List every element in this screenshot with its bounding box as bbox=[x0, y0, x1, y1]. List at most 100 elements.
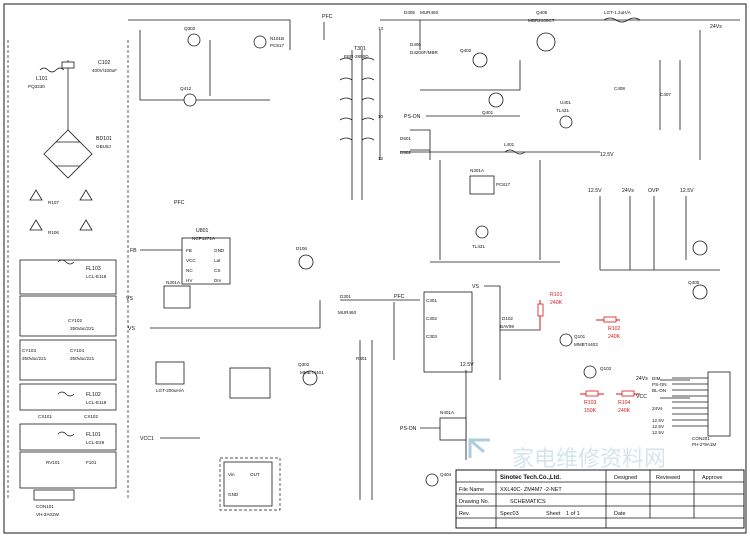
svg-text:FB: FB bbox=[186, 248, 192, 253]
net-12v-right: 12.5V bbox=[588, 188, 602, 194]
bulk-cap-value: 400V/100uF bbox=[92, 68, 117, 73]
connector-model: PH-2*9A1M bbox=[692, 442, 716, 447]
net-24v-ctrl: 24Vs bbox=[636, 376, 648, 382]
con-pin-blon: BL-ON bbox=[652, 388, 666, 393]
net-ovp: OVP bbox=[648, 188, 659, 194]
red-r2-value: 240K bbox=[608, 334, 621, 340]
svg-text:Drv: Drv bbox=[214, 278, 222, 283]
net-fb-label: FB bbox=[130, 248, 137, 254]
net-12v-far: 12.5V bbox=[680, 188, 694, 194]
input-emi-section: BD101 GBU8J C102 400V/100uF L101 PQ3230 … bbox=[7, 40, 129, 517]
svg-text:GND: GND bbox=[214, 248, 225, 253]
standby-diode-value: MUR460 bbox=[338, 310, 357, 315]
tb-filename-value: XXL40C- ZM4M7 -2-NET bbox=[500, 487, 562, 493]
standby-diode: D301 bbox=[340, 294, 351, 299]
filter-2-value: LCL-E119 bbox=[86, 400, 107, 405]
net-vs-2: VS bbox=[128, 326, 135, 332]
output-12v-section: 12.5V D501 D502 L401 N301A PC817 TL431 1… bbox=[400, 129, 720, 300]
pfc-ic-label: U801 bbox=[196, 228, 209, 234]
cap-cy104-label: CY104 bbox=[70, 348, 84, 353]
cap-cy102-value: 250Vac/221 bbox=[70, 326, 95, 331]
cap-out-2-label: C407 bbox=[660, 92, 671, 97]
pfc-ic bbox=[181, 237, 231, 285]
red-r2-label: R102 bbox=[608, 326, 621, 332]
filter-1-value: LCL-E29 bbox=[86, 440, 105, 445]
cap-cy102-label: CY102 bbox=[68, 318, 82, 323]
tb-rev-value: Spec03 bbox=[500, 511, 519, 517]
tl431-top: TL431 bbox=[556, 108, 569, 113]
standby-q-value: MMBT4401 bbox=[300, 370, 324, 375]
output-connector: DIM PS-ON BL-ON 24Vs 12.5V 12.5V 12.5V C… bbox=[652, 371, 731, 447]
svg-text:GND: GND bbox=[228, 492, 239, 497]
svg-text:10: 10 bbox=[378, 114, 384, 119]
red-r1-label: R101 bbox=[550, 292, 563, 298]
svg-text:CS: CS bbox=[214, 268, 220, 273]
svg-text:N301A: N301A bbox=[166, 280, 181, 285]
con-pin-12v: 12.5V bbox=[652, 418, 665, 423]
tb-reviewed: Reviewed bbox=[656, 475, 680, 481]
choke-12v-label: L401 bbox=[504, 142, 515, 147]
mosfet-out-label: Q405 bbox=[536, 10, 548, 15]
svg-text:D106: D106 bbox=[296, 246, 307, 251]
watermark: 家电维修资料网 bbox=[468, 438, 666, 472]
svg-text:R107: R107 bbox=[48, 200, 59, 205]
inductor-label: L101 bbox=[36, 76, 48, 82]
con-pin-24v: 24Vs bbox=[652, 406, 663, 411]
red-r3-value: 150K bbox=[584, 408, 597, 414]
pfc-section: N101B PC817 Q302 Q412 PFC U801 NCP1271A … bbox=[126, 14, 333, 511]
con-pin-12v-c: 12.5V bbox=[652, 430, 665, 435]
svg-text:LGT-200uH/A: LGT-200uH/A bbox=[156, 388, 185, 393]
svg-text:R106: R106 bbox=[48, 230, 59, 235]
svg-text:Lat: Lat bbox=[214, 258, 221, 263]
svg-text:PC817: PC817 bbox=[270, 43, 284, 48]
svg-text:VCC: VCC bbox=[186, 258, 196, 263]
fuse-label: F101 bbox=[86, 460, 97, 465]
net-24v-top: 24Vs bbox=[710, 24, 722, 30]
svg-text:D501: D501 bbox=[400, 136, 411, 141]
svg-text:Q405: Q405 bbox=[688, 280, 700, 285]
filter-3-value: LCL-E119 bbox=[86, 274, 107, 279]
standby-ic bbox=[223, 461, 273, 507]
standby-cap-3: C303 bbox=[426, 334, 437, 339]
bulk-cap-label: C102 bbox=[98, 60, 111, 66]
control-section: VS D102 BAV99 Q101 MMBT4403 Q102 R101 24… bbox=[472, 284, 690, 414]
net-pson-low: PS-ON bbox=[400, 426, 417, 432]
ac-connector-value: VH-3A02W bbox=[36, 512, 60, 517]
choke-label: LGT-1.2uH/A bbox=[604, 10, 632, 15]
rectifier-1-value: MUR460 bbox=[420, 10, 439, 15]
svg-text:D502: D502 bbox=[400, 150, 411, 155]
opto-value: PC817 bbox=[496, 182, 510, 187]
connector-ref: CON201 bbox=[692, 436, 710, 441]
cap-cy103-value: 250Vac/221 bbox=[22, 356, 47, 361]
svg-text:Q302: Q302 bbox=[184, 26, 196, 31]
tl431-mid: TL431 bbox=[472, 244, 485, 249]
con-pin-pson: PS-ON bbox=[652, 382, 667, 387]
svg-text:OUT: OUT bbox=[250, 472, 260, 477]
tb-sheet-label: Sheet bbox=[546, 511, 561, 517]
svg-text:Q404: Q404 bbox=[440, 472, 452, 477]
inductor-value: PQ3230 bbox=[28, 84, 45, 89]
ctrl-diode-value: BAV99 bbox=[500, 324, 514, 329]
con-pin-12v-b: 12.5V bbox=[652, 424, 665, 429]
tb-date: Date bbox=[614, 511, 626, 517]
red-r4-label: R104 bbox=[618, 400, 631, 406]
varistor-label: RV101 bbox=[46, 460, 60, 465]
filter-1-label: FL101 bbox=[86, 432, 101, 438]
standby-cap-2: C302 bbox=[426, 316, 437, 321]
tb-rev-label: Rev. bbox=[459, 511, 470, 517]
svg-text:Vin: Vin bbox=[228, 472, 235, 477]
net-24v-right: 24Vs bbox=[622, 188, 634, 194]
ctrl-diode: D102 bbox=[502, 316, 513, 321]
svg-text:Q401: Q401 bbox=[482, 110, 494, 115]
svg-text:NC: NC bbox=[186, 268, 193, 273]
tb-designed: Designed bbox=[614, 475, 637, 481]
rectifier-1-label: D405 bbox=[404, 10, 415, 15]
ac-connector-label: CON101 bbox=[36, 504, 54, 509]
net-vs-1: VS bbox=[126, 296, 133, 302]
con-pin-dim: DIM bbox=[652, 376, 661, 381]
ctrl-q-2: Q102 bbox=[600, 366, 612, 371]
net-ps-on-mid: PS-ON bbox=[404, 114, 421, 120]
tb-drawing-label: Drawing No. bbox=[459, 499, 490, 505]
cap-out-1-label: C408 bbox=[614, 86, 625, 91]
svg-text:12: 12 bbox=[378, 156, 384, 161]
